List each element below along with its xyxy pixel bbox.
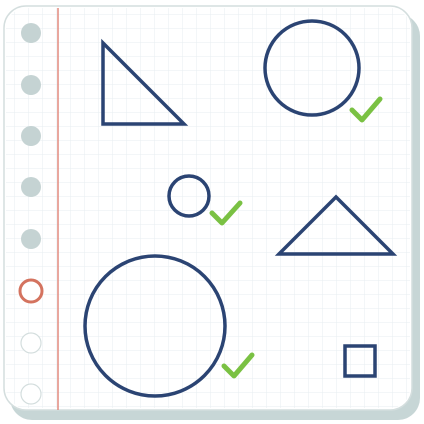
check-mark-icon: [349, 96, 383, 123]
spiral-hole: [21, 75, 41, 95]
spiral-hole-active: [18, 278, 44, 304]
check-mark-icon: [209, 200, 243, 226]
check-marks: [209, 96, 383, 379]
wide-triangle-shape[interactable]: [274, 194, 398, 256]
spiral-hole: [21, 177, 41, 197]
small-circle-shape[interactable]: [167, 174, 211, 218]
spiral-hole-empty: [20, 332, 42, 354]
spiral-hole: [21, 23, 41, 43]
small-square-shape[interactable]: [343, 344, 377, 378]
shapes: [83, 19, 398, 398]
spiral-holes: [18, 23, 44, 405]
spiral-hole: [21, 229, 41, 249]
largest-circle-shape[interactable]: [83, 254, 227, 398]
grid-background: [6, 8, 410, 408]
large-circle-shape[interactable]: [263, 19, 361, 117]
spiral-hole-empty: [20, 383, 42, 405]
right-triangle-shape[interactable]: [101, 38, 189, 126]
check-mark-icon: [221, 352, 255, 379]
spiral-hole: [21, 126, 41, 146]
